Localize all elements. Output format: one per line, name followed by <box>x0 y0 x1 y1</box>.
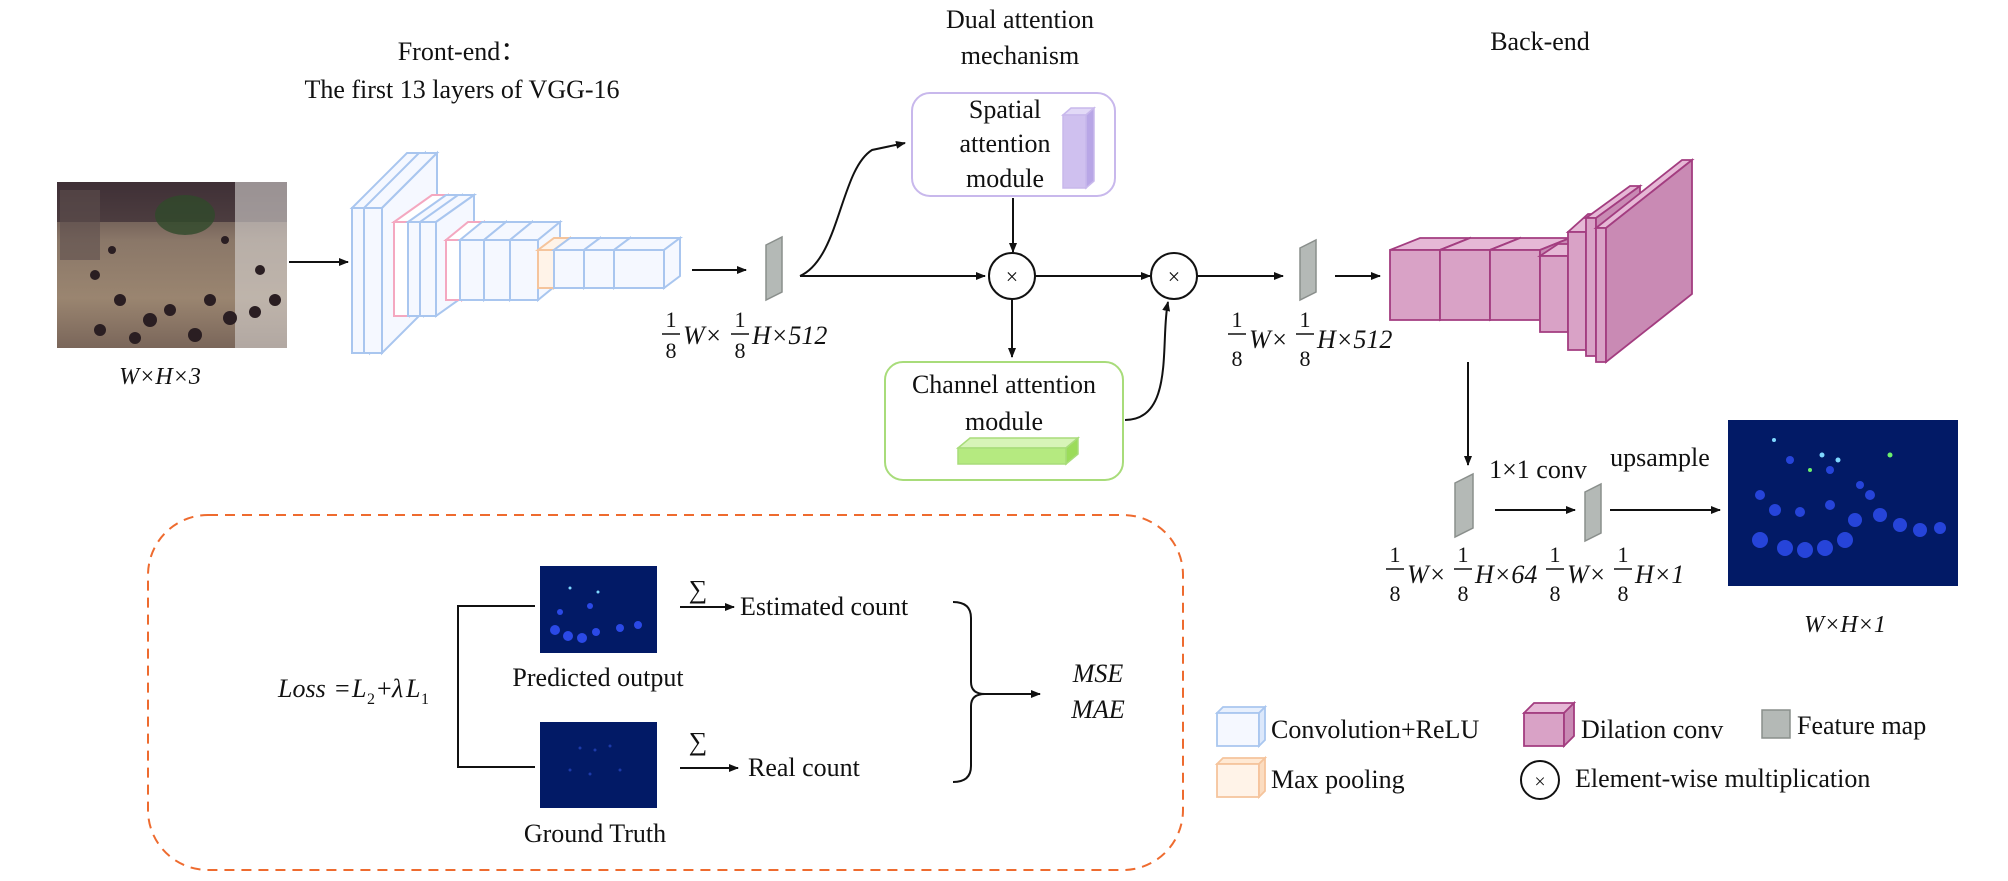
arrow-fm1-to-spatial <box>799 140 906 277</box>
feature-map-4 <box>1584 482 1602 543</box>
feature-map-1 <box>765 235 783 302</box>
legend-feature-map-icon <box>1761 709 1791 739</box>
svg-text:8: 8 <box>1232 346 1243 371</box>
svg-text:W×: W× <box>1249 325 1288 354</box>
svg-text:8: 8 <box>1300 346 1311 371</box>
sum-symbol-estimated: ∑ <box>689 575 708 604</box>
svg-text:8: 8 <box>1458 581 1469 606</box>
svg-text:λ: λ <box>391 674 403 703</box>
backend-title: Back-end <box>1490 27 1590 56</box>
real-count-label: Real count <box>748 753 861 782</box>
legend: Convolution+ReLU Max pooling Dilation co… <box>1214 700 1926 800</box>
feature-map-3 <box>1454 472 1474 539</box>
loss-left-bracket <box>457 605 535 768</box>
svg-text:W×: W× <box>1407 560 1446 589</box>
legend-maxpool-icon <box>1214 755 1268 800</box>
svg-text:1: 1 <box>1390 542 1401 567</box>
arrow-channel-to-multiply2 <box>1124 301 1171 421</box>
fm1-label: 1 8 W× 1 8 H×512 <box>662 307 827 363</box>
spatial-attention-icon <box>1061 106 1096 190</box>
svg-text:H×512: H×512 <box>751 321 827 350</box>
svg-text:×: × <box>1534 771 1545 793</box>
legend-dilation-label: Dilation conv <box>1581 715 1723 744</box>
legend-conv-label: Convolution+ReLU <box>1271 715 1479 744</box>
svg-text:1: 1 <box>1458 542 1469 567</box>
multiply-node-1: × <box>988 252 1036 300</box>
fm3-label: 1 8 W× 1 8 H×64 <box>1386 542 1537 606</box>
output-density-map <box>1728 420 1958 586</box>
legend-dilation-icon <box>1521 700 1577 749</box>
svg-text:H×1: H×1 <box>1634 560 1684 589</box>
feature-map-2 <box>1299 238 1317 302</box>
svg-text:Loss: Loss <box>277 674 326 703</box>
spatial-label-2: attention <box>960 129 1051 158</box>
svg-text:1: 1 <box>666 307 677 332</box>
svg-text:1: 1 <box>1232 307 1243 332</box>
conv1x1-label: 1×1 conv <box>1489 455 1587 484</box>
legend-feature-map-label: Feature map <box>1797 711 1926 740</box>
loss-curly-brace <box>952 601 986 783</box>
estimated-count-label: Estimated count <box>740 592 909 621</box>
svg-text:H×512: H×512 <box>1316 325 1392 354</box>
attention-title-line2: mechanism <box>961 41 1079 70</box>
svg-text:×: × <box>1006 264 1018 289</box>
svg-text:L: L <box>351 674 366 703</box>
svg-text:1: 1 <box>735 307 746 332</box>
fm4-label: 1 8 W× 1 8 H×1 <box>1546 542 1684 606</box>
svg-text:×: × <box>1168 264 1180 289</box>
svg-text:8: 8 <box>1550 581 1561 606</box>
metric-mae: MAE <box>1070 695 1125 724</box>
svg-text:2: 2 <box>367 691 375 708</box>
svg-text:1: 1 <box>1550 542 1561 567</box>
predicted-output-label: Predicted output <box>512 663 684 692</box>
frontend-title-line2: The first 13 layers of VGG-16 <box>304 75 619 104</box>
frontend-title-line1: Front-end： <box>398 37 527 66</box>
input-dims: W×H×3 <box>119 364 201 390</box>
metric-mse: MSE <box>1072 659 1124 688</box>
legend-elementwise-label: Element-wise multiplication <box>1575 764 1870 793</box>
spatial-label-1: Spatial <box>969 95 1041 124</box>
channel-label-1: Channel attention <box>912 370 1096 399</box>
output-dims: W×H×1 <box>1804 612 1886 638</box>
input-crowd-image <box>57 182 287 348</box>
ground-truth-image <box>540 722 657 808</box>
legend-conv-icon <box>1214 704 1268 749</box>
svg-text:1: 1 <box>1618 542 1629 567</box>
ground-truth-label: Ground Truth <box>524 819 666 848</box>
svg-text:H×64: H×64 <box>1474 560 1537 589</box>
svg-text:1: 1 <box>421 691 429 708</box>
sum-symbol-real: ∑ <box>689 727 708 756</box>
fm2-label: 1 8 W× 1 8 H×512 <box>1228 307 1392 371</box>
loss-box <box>147 514 1184 871</box>
loss-formula: Loss = L 2 + λ L 1 <box>277 674 429 708</box>
svg-text:W×: W× <box>1567 560 1606 589</box>
attention-title-line1: Dual attention <box>946 5 1094 34</box>
channel-attention-icon <box>955 436 1081 466</box>
svg-text:1: 1 <box>1300 307 1311 332</box>
frontend-conv-stack <box>349 150 683 356</box>
predicted-output-image <box>540 566 657 653</box>
legend-multiply-icon: × <box>1520 760 1560 800</box>
channel-label-2: module <box>965 407 1043 436</box>
svg-text:+: + <box>377 674 392 703</box>
spatial-label-3: module <box>966 164 1044 193</box>
svg-text:L: L <box>405 674 420 703</box>
svg-text:8: 8 <box>1618 581 1629 606</box>
svg-text:W×: W× <box>683 321 722 350</box>
svg-text:8: 8 <box>735 338 746 363</box>
svg-text:8: 8 <box>666 338 677 363</box>
svg-text:8: 8 <box>1390 581 1401 606</box>
legend-maxpool-label: Max pooling <box>1271 765 1405 794</box>
upsample-label: upsample <box>1610 443 1710 472</box>
svg-text:=: = <box>335 674 350 703</box>
backend-dilation-stack <box>1389 158 1695 364</box>
multiply-node-2: × <box>1150 252 1198 300</box>
